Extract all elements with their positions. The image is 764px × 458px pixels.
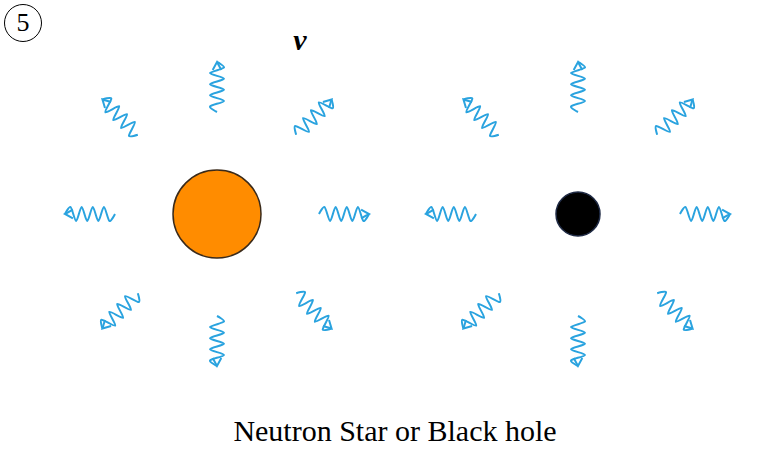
neutrino-wave — [210, 62, 224, 112]
neutrino-symbol: ν — [293, 25, 306, 55]
neutrino-wave — [296, 292, 331, 331]
wave-path — [657, 292, 692, 331]
wave-arrowhead — [323, 99, 332, 108]
neutrino-wave — [295, 99, 334, 134]
neutrino-wave — [65, 207, 115, 221]
wave-path — [101, 293, 140, 328]
wave-arrowhead — [323, 320, 332, 329]
wave-arrowhead — [213, 62, 222, 70]
wave-arrowhead — [213, 358, 222, 366]
neutron-star — [173, 170, 261, 258]
neutrino-wave — [463, 98, 498, 137]
neutrino-wave — [571, 62, 585, 112]
wave-arrowhead — [684, 320, 693, 329]
wave-path — [680, 207, 730, 221]
wave-path — [656, 99, 695, 134]
caption: Neutron Star or Black hole — [233, 414, 556, 447]
wave-path — [210, 62, 224, 112]
neutrino-wave — [101, 293, 140, 328]
wave-arrowhead — [574, 358, 583, 366]
neutrino-wave — [426, 207, 476, 221]
wave-arrowhead — [65, 210, 73, 219]
wave-arrowhead — [361, 210, 369, 219]
neutrino-wave — [657, 292, 692, 331]
wave-arrowhead — [722, 210, 730, 219]
wave-path — [571, 316, 585, 366]
wave-arrowhead — [102, 99, 111, 108]
wave-arrowhead — [463, 320, 472, 329]
wave-arrowhead — [684, 99, 693, 108]
neutrino-wave — [571, 316, 585, 366]
wave-path — [319, 207, 369, 221]
wave-path — [295, 99, 334, 134]
neutrino-wave — [680, 207, 730, 221]
wave-arrowhead — [102, 320, 111, 329]
wave-path — [426, 207, 476, 221]
wave-path — [102, 98, 137, 137]
wave-arrowhead — [574, 62, 583, 70]
wave-arrowhead — [463, 99, 472, 108]
neutrino-wave — [656, 99, 695, 134]
neutrino-wave — [462, 293, 501, 328]
wave-path — [463, 98, 498, 137]
black-hole — [556, 192, 600, 236]
wave-path — [210, 316, 224, 366]
wave-path — [571, 62, 585, 112]
wave-path — [462, 293, 501, 328]
callout-circle: 5 — [4, 4, 42, 42]
callout-number: 5 — [17, 10, 30, 36]
wave-path — [65, 207, 115, 221]
wave-path — [296, 292, 331, 331]
neutrino-wave — [210, 316, 224, 366]
wave-arrowhead — [426, 210, 434, 219]
neutrino-wave — [319, 207, 369, 221]
neutrino-group — [65, 62, 730, 366]
neutrino-wave — [102, 98, 137, 137]
